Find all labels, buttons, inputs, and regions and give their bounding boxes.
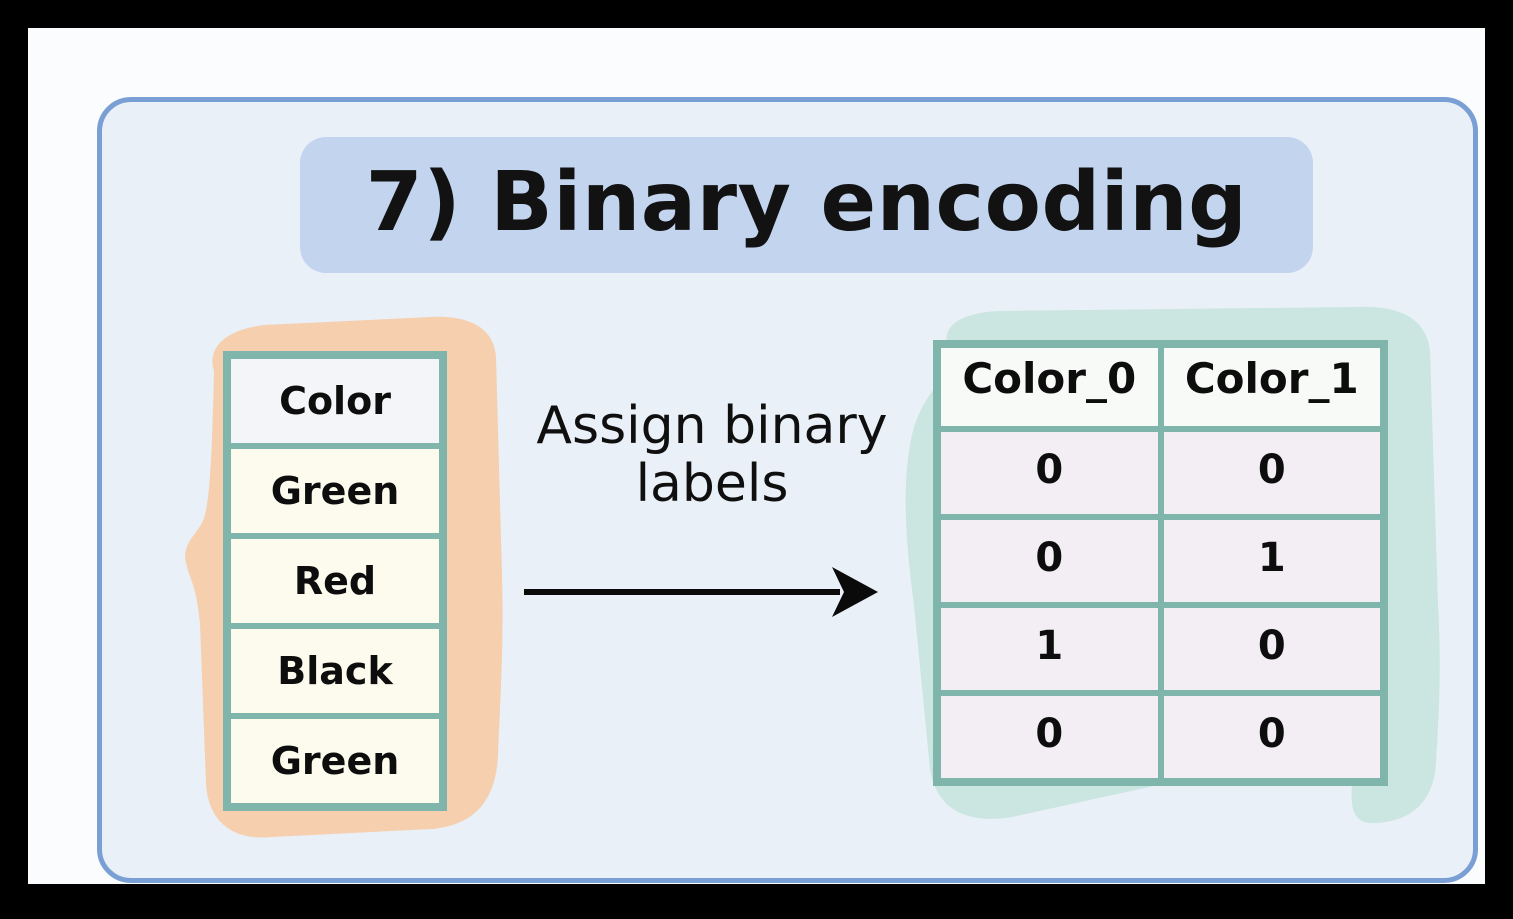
page-title: 7) Binary encoding [365, 155, 1248, 250]
cell-r0-c0: 0 [938, 429, 1161, 517]
cell-r3-c1: 0 [1160, 693, 1383, 781]
table-row: Black [228, 626, 442, 716]
transform-caption: Assign binary labels [517, 396, 907, 515]
encoded-table: Color_0 Color_1 0 0 0 1 1 [933, 340, 1388, 786]
table-row: 0 0 [938, 429, 1383, 517]
table-row: Red [228, 536, 442, 626]
cell-r1-c0: 0 [938, 517, 1161, 605]
table-header-row: Color_0 Color_1 [938, 345, 1383, 429]
source-table: Color Green Red Black Green [223, 351, 447, 811]
table-row: 0 0 [938, 693, 1383, 781]
cell-color-3: Green [228, 716, 442, 806]
cell-r2-c0: 1 [938, 605, 1161, 693]
content-frame: 7) Binary encoding Color Green [97, 97, 1478, 883]
slide-canvas: 7) Binary encoding Color Green [28, 28, 1485, 884]
table-row: 0 1 [938, 517, 1383, 605]
cell-r0-c1: 0 [1160, 429, 1383, 517]
cell-color-0: Green [228, 446, 442, 536]
caption-line-2: labels [635, 454, 789, 515]
encoded-table-container: Color_0 Color_1 0 0 0 1 1 [933, 340, 1388, 786]
table-header-row: Color [228, 356, 442, 446]
header-cell-color-1: Color_1 [1160, 345, 1383, 429]
caption-line-1: Assign binary [536, 396, 888, 456]
title-badge: 7) Binary encoding [300, 137, 1313, 273]
table-row: Green [228, 716, 442, 806]
transform-arrow [522, 557, 882, 627]
header-cell-color: Color [228, 356, 442, 446]
cell-r1-c1: 1 [1160, 517, 1383, 605]
cell-r2-c1: 0 [1160, 605, 1383, 693]
header-cell-color-0: Color_0 [938, 345, 1161, 429]
table-row: Green [228, 446, 442, 536]
table-row: 1 0 [938, 605, 1383, 693]
cell-r3-c0: 0 [938, 693, 1161, 781]
cell-color-2: Black [228, 626, 442, 716]
source-table-container: Color Green Red Black Green [223, 351, 447, 811]
cell-color-1: Red [228, 536, 442, 626]
